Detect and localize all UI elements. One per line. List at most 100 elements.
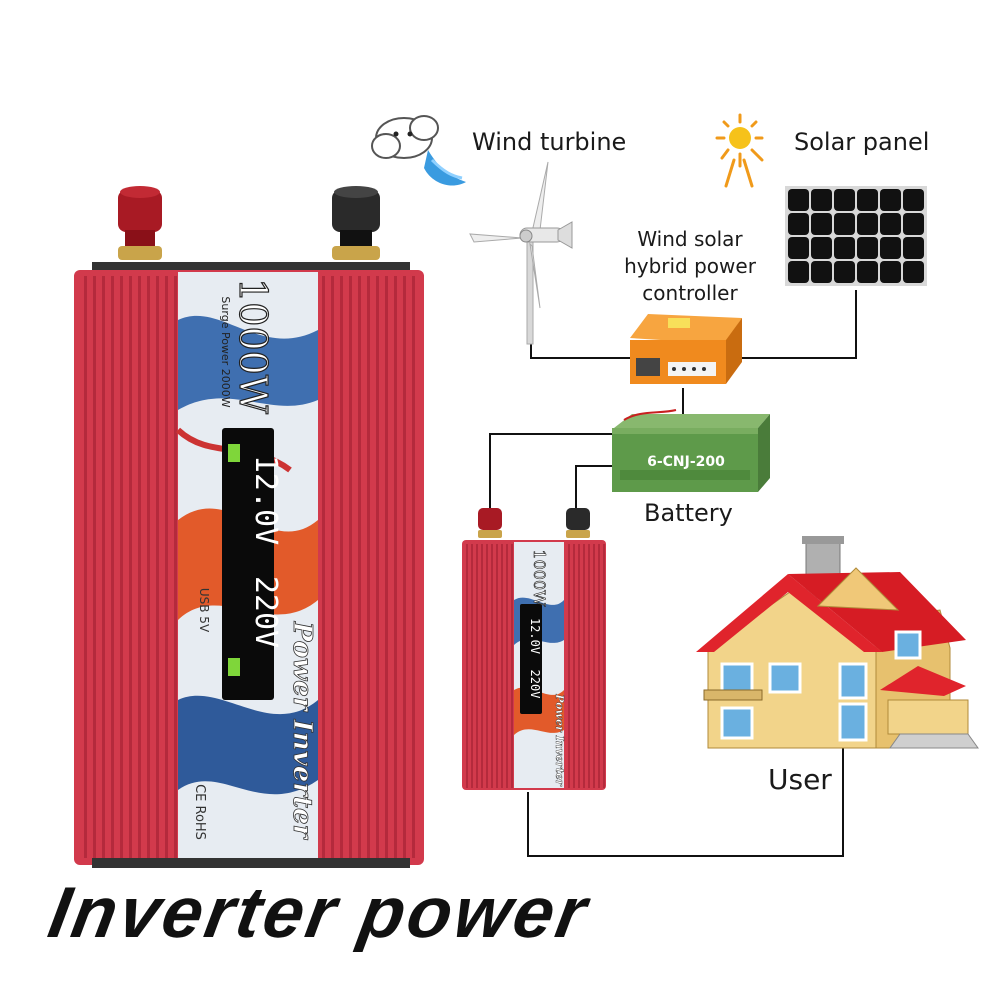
certifications-large: CE RoHS — [192, 784, 207, 840]
lcd-input-voltage: 12.0V — [248, 455, 283, 545]
lcd-output-voltage: 220V — [248, 576, 283, 648]
heat-fin — [111, 276, 114, 858]
heat-fins-small — [466, 544, 605, 788]
heat-fin — [367, 276, 370, 858]
heat-fin — [349, 276, 352, 858]
heat-fin — [583, 544, 585, 788]
brand-large: Power Inverter — [287, 621, 317, 841]
heat-fin — [568, 544, 570, 788]
heat-fins-left — [84, 276, 177, 858]
wind-turbine-icon — [469, 161, 573, 345]
solar-panel-label: Solar panel — [794, 128, 929, 156]
heat-fin — [511, 544, 513, 788]
heat-fin — [412, 276, 415, 858]
heat-fin — [358, 276, 361, 858]
solar-cell — [857, 237, 878, 259]
solar-cell — [880, 189, 901, 211]
usb-note-large: USB 5V — [197, 588, 211, 633]
heat-fin — [471, 544, 473, 788]
battery-model: 6-CNJ-200 — [647, 454, 725, 470]
solar-cell — [811, 189, 832, 211]
heat-fin — [120, 276, 123, 858]
terminal-positive-large — [118, 186, 162, 260]
solar-cell — [788, 189, 809, 211]
headline-title: Inverter power — [42, 873, 596, 953]
solar-cell — [834, 189, 855, 211]
heat-fin — [129, 276, 132, 858]
user-label: User — [768, 763, 832, 796]
solar-cell — [834, 237, 855, 259]
wire-battery-inverter-pos — [489, 433, 612, 515]
solar-cell — [811, 237, 832, 259]
terminal-negative-small — [566, 508, 590, 538]
wire-panel-controller — [742, 290, 857, 359]
solar-cell — [811, 213, 832, 235]
brand-small: Power Inverter — [553, 693, 566, 787]
heat-fin — [598, 544, 600, 788]
power-rating-small: 1000W — [530, 549, 549, 607]
wind-cloud-icon — [371, 115, 466, 186]
solar-cell — [834, 261, 855, 283]
solar-cell — [857, 213, 878, 235]
heat-fin — [506, 544, 508, 788]
heat-fins-right — [322, 276, 415, 858]
wire-turbine-controller — [530, 300, 632, 359]
heat-fin — [481, 544, 483, 788]
solar-panel-icon — [785, 186, 927, 286]
solar-cell — [788, 261, 809, 283]
lcd-input-voltage-small: 12.0V — [528, 618, 542, 654]
heat-fin — [496, 544, 498, 788]
surge-power-large: Surge Power 2000W — [219, 296, 232, 407]
solar-cell — [834, 213, 855, 235]
lcd-output-voltage-small: 220V — [528, 670, 542, 699]
lcd-display — [222, 428, 274, 700]
terminal-negative-large — [332, 186, 380, 260]
solar-cell — [857, 189, 878, 211]
solar-cell — [903, 261, 924, 283]
inverter-large: 12.0V 220V 1000W Surge Power 2000W Power… — [74, 186, 424, 868]
heat-fin — [491, 544, 493, 788]
controller-label-line2: hybrid power — [624, 254, 757, 278]
solar-cell — [880, 213, 901, 235]
inverter-small: 1000W 12.0V 220V Power Inverter — [462, 508, 606, 790]
wire-battery-inverter-neg — [575, 465, 612, 515]
solar-cell — [857, 261, 878, 283]
controller-label-line3: controller — [642, 281, 738, 305]
heat-fin — [102, 276, 105, 858]
house-icon — [696, 536, 979, 749]
battery-icon — [612, 409, 770, 492]
power-rating-large: 1000W — [231, 278, 275, 414]
heat-fin — [486, 544, 488, 788]
heat-fin — [593, 544, 595, 788]
heat-fin — [466, 544, 468, 788]
wiring — [489, 290, 857, 857]
battery-label: Battery — [644, 499, 733, 527]
hybrid-controller-icon — [630, 314, 742, 384]
heat-fin — [156, 276, 159, 858]
heat-fin — [174, 276, 177, 858]
heat-fin — [578, 544, 580, 788]
heat-fin — [501, 544, 503, 788]
solar-cell — [811, 261, 832, 283]
heat-fin — [603, 544, 605, 788]
terminal-positive-small — [478, 508, 502, 538]
wire-inverter-user — [527, 745, 844, 857]
heat-fin — [147, 276, 150, 858]
heat-fin — [138, 276, 141, 858]
heat-fin — [165, 276, 168, 858]
controller-label-line1: Wind solar — [637, 227, 743, 251]
solar-cell — [903, 213, 924, 235]
solar-cell — [788, 213, 809, 235]
heat-fin — [385, 276, 388, 858]
heat-fin — [331, 276, 334, 858]
solar-cell — [880, 261, 901, 283]
heat-fin — [573, 544, 575, 788]
solar-cell — [903, 237, 924, 259]
heat-fin — [93, 276, 96, 858]
solar-cell — [788, 237, 809, 259]
heat-fin — [394, 276, 397, 858]
heat-fin — [376, 276, 379, 858]
sun-icon — [715, 113, 764, 188]
